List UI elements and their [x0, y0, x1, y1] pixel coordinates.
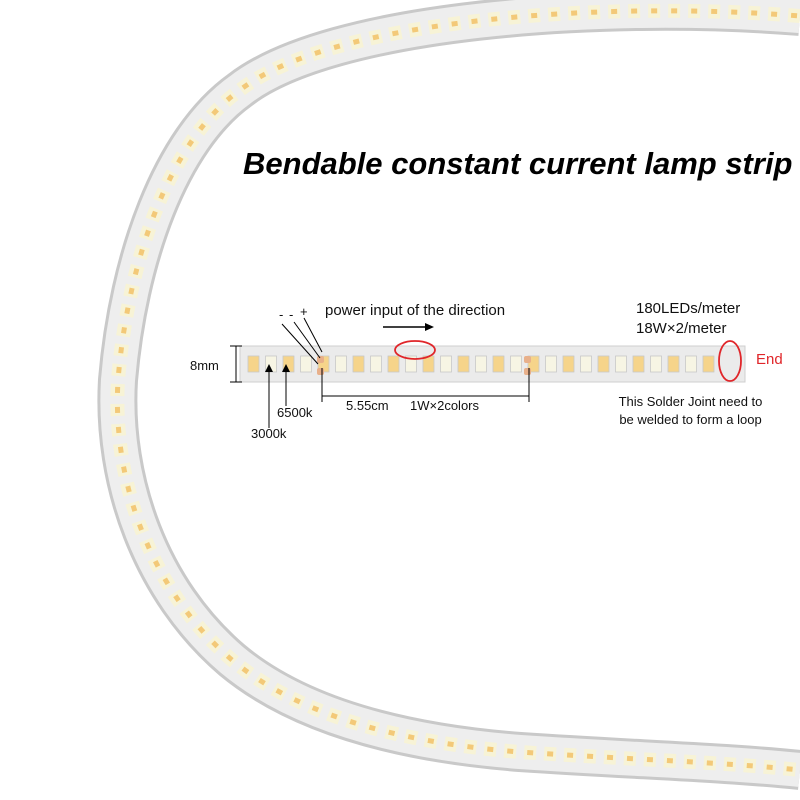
cct-cool-label: 6500k [277, 405, 313, 420]
solder-joint-highlight [718, 340, 742, 382]
strip-led [352, 355, 365, 373]
direction-arrow-head [425, 323, 434, 331]
solder-pad [317, 356, 324, 363]
power-per-cut-label: 1W×2colors [410, 398, 479, 413]
solder-note-line2: be welded to form a loop [619, 412, 762, 427]
strip-led [685, 355, 697, 373]
strip-led [702, 355, 715, 373]
straight-strip-leds [247, 355, 715, 375]
cool-pointer-head [282, 364, 290, 372]
end-label: End [756, 351, 783, 368]
cut-length-label: 5.55cm [346, 398, 389, 413]
strip-led [405, 355, 417, 373]
power-input-label: power input of the direction [325, 302, 506, 319]
warm-pointer-head [265, 364, 273, 372]
strip-led [597, 355, 610, 373]
minus-label-1: - [279, 307, 284, 322]
pointer-line-1 [281, 323, 319, 365]
solder-pad [317, 368, 324, 375]
strip-led [247, 355, 260, 373]
minus-label-2: - [289, 307, 294, 322]
strip-led [387, 355, 400, 373]
leds-per-meter-label: 180LEDs/meter [636, 300, 741, 317]
solder-note: This Solder Joint need to be welded to f… [598, 393, 783, 429]
strip-led [562, 355, 575, 373]
strip-led [370, 355, 382, 373]
solder-pad [524, 368, 531, 375]
strip-led [527, 355, 540, 373]
curved-led-strip [100, 0, 800, 787]
strip-led [475, 355, 487, 373]
strip-led [492, 355, 505, 373]
strip-led [650, 355, 662, 373]
pointer-line-3 [303, 317, 323, 353]
strip-led [545, 355, 557, 373]
solder-pad [524, 356, 531, 363]
strip-led [335, 355, 347, 373]
solder-note-line1: This Solder Joint need to [618, 394, 763, 409]
strip-led [457, 355, 470, 373]
direction-marker-highlight [394, 340, 436, 360]
strip-led [615, 355, 627, 373]
strip-led [632, 355, 645, 373]
curved-strip-led-core [114, 8, 800, 773]
plus-label: + [300, 304, 308, 319]
strip-led [580, 355, 592, 373]
page-title: Bendable constant current lamp strip [243, 146, 793, 181]
strip-led [667, 355, 680, 373]
pointer-line-2 [293, 321, 321, 359]
strip-led [510, 355, 522, 373]
strip-led [440, 355, 452, 373]
strip-led [300, 355, 312, 373]
width-label: 8mm [190, 358, 219, 373]
cct-warm-label: 3000k [251, 426, 287, 441]
watts-per-meter-label: 18W×2/meter [636, 320, 727, 337]
